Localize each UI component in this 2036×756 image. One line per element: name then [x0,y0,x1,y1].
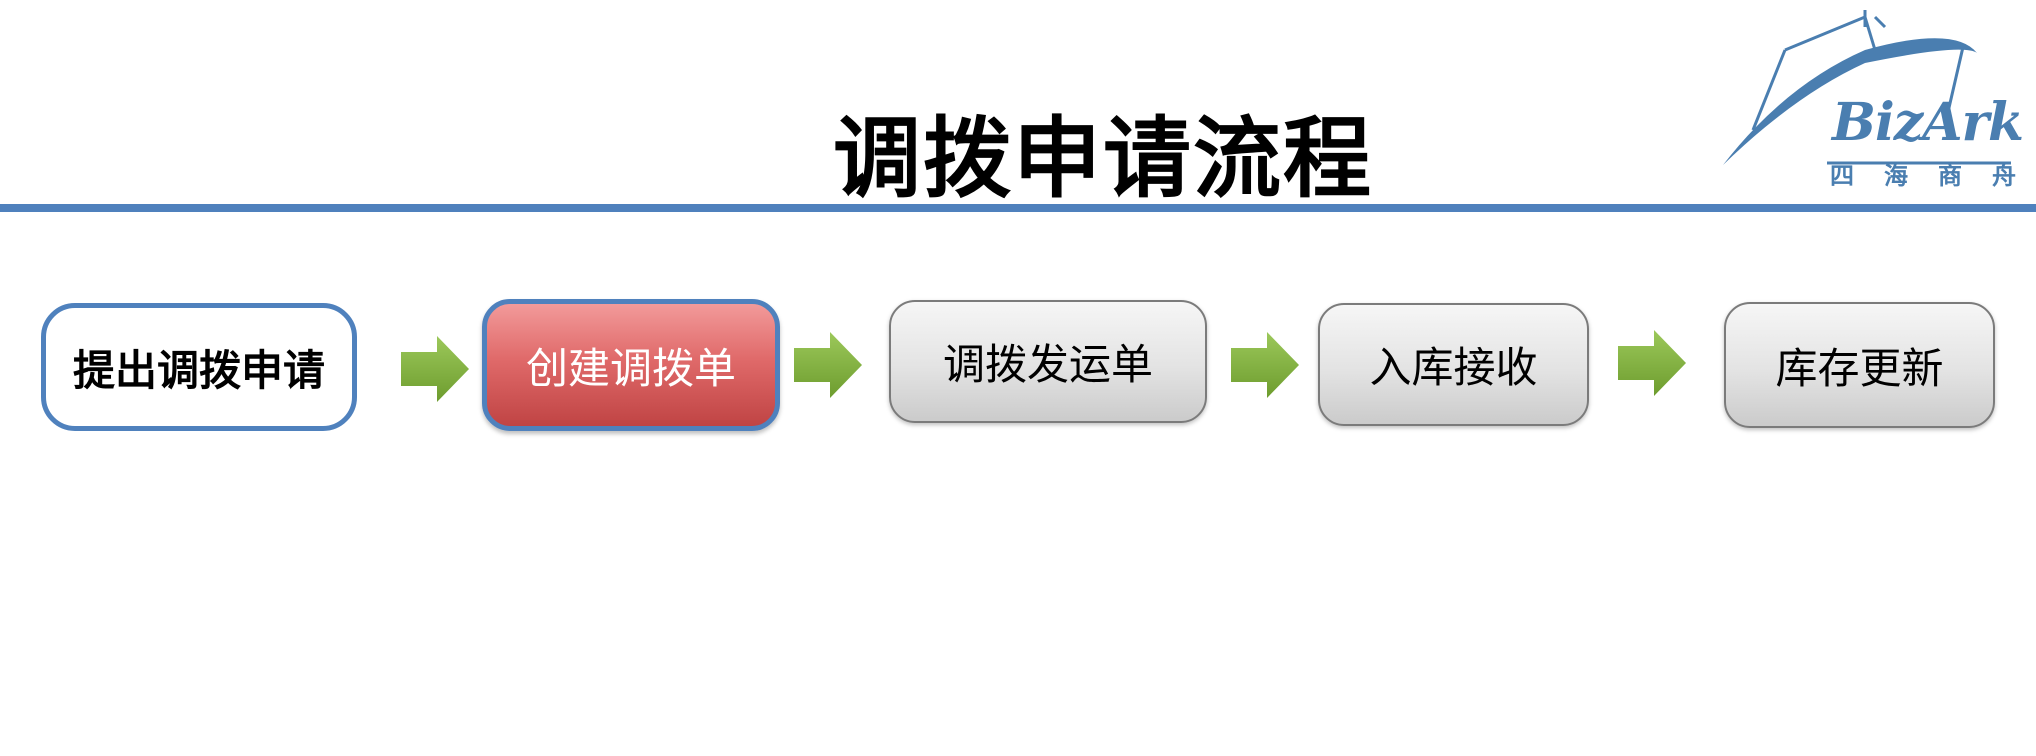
logo-char: 商 [1938,162,1962,190]
step-warehouse-receipt: 入库接收 [1318,303,1589,426]
logo-chinese: 四 海 商 舟 [1830,156,2016,191]
logo-ship-icon [1723,10,2011,165]
logo-char: 海 [1884,162,1908,190]
step-create-transfer-order: 创建调拨单 [482,299,780,431]
logo-char: 四 [1830,162,1854,190]
arrow-right-icon [1618,330,1686,396]
step-transfer-shipment: 调拨发运单 [889,300,1207,423]
step-submit-request: 提出调拨申请 [41,303,357,431]
page-title: 调拨申请流程 [832,107,1373,210]
arrow-right-icon [1231,332,1299,398]
logo-char: 舟 [1992,162,2016,190]
arrow-right-icon [401,336,469,402]
arrow-right-icon [794,332,862,398]
step-inventory-update: 库存更新 [1724,302,1995,428]
header-divider [0,204,2036,212]
logo-name: BizArk [1832,92,2024,153]
